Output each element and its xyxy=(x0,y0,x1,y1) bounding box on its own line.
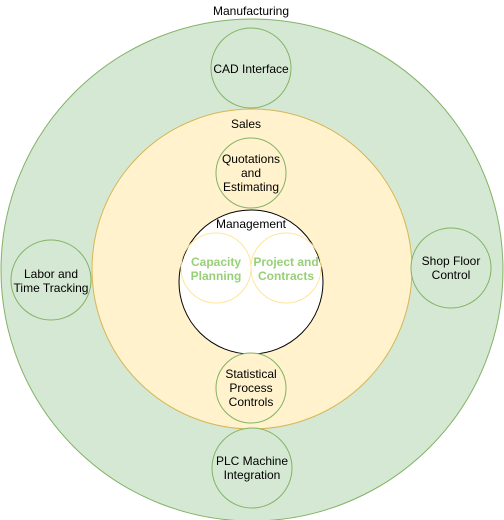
node-label-line2: Contracts xyxy=(258,269,314,283)
node-label-line1: Quotations xyxy=(222,152,280,166)
node-statistical-process-controls[interactable]: Statistical Process Controls xyxy=(215,352,287,424)
manufacturing-label: Manufacturing xyxy=(213,4,289,18)
node-label-line1: Labor and xyxy=(24,267,78,281)
node-label-line2: and xyxy=(241,166,261,180)
node-labor-time-tracking[interactable]: Labor and Time Tracking xyxy=(10,239,92,321)
node-label-line1: Capacity xyxy=(191,255,241,269)
node-label-line3: Controls xyxy=(229,395,274,409)
node-quotations-estimating[interactable]: Quotations and Estimating xyxy=(215,137,287,209)
node-project-contracts[interactable]: Project and Contracts xyxy=(250,232,322,304)
node-label-line2: Planning xyxy=(191,269,242,283)
management-label: Management xyxy=(216,217,287,231)
node-label-line2: Time Tracking xyxy=(14,281,89,295)
node-plc-machine-integration[interactable]: PLC Machine Integration xyxy=(211,427,293,509)
node-shop-floor-control[interactable]: Shop Floor Control xyxy=(410,227,492,309)
node-label-line2: Process xyxy=(229,381,272,395)
node-label-line3: Estimating xyxy=(223,180,279,194)
node-label-line1: PLC Machine xyxy=(216,454,288,468)
node-label: CAD Interface xyxy=(213,62,289,76)
node-label-line2: Control xyxy=(432,268,471,282)
sales-label: Sales xyxy=(231,117,261,131)
node-label-line2: Integration xyxy=(224,468,281,482)
node-label-line1: Statistical xyxy=(225,367,276,381)
node-label-line1: Shop Floor xyxy=(422,254,481,268)
node-cad-interface[interactable]: CAD Interface xyxy=(210,27,292,109)
node-capacity-planning[interactable]: Capacity Planning xyxy=(180,232,252,304)
node-label-line1: Project and xyxy=(253,255,318,269)
